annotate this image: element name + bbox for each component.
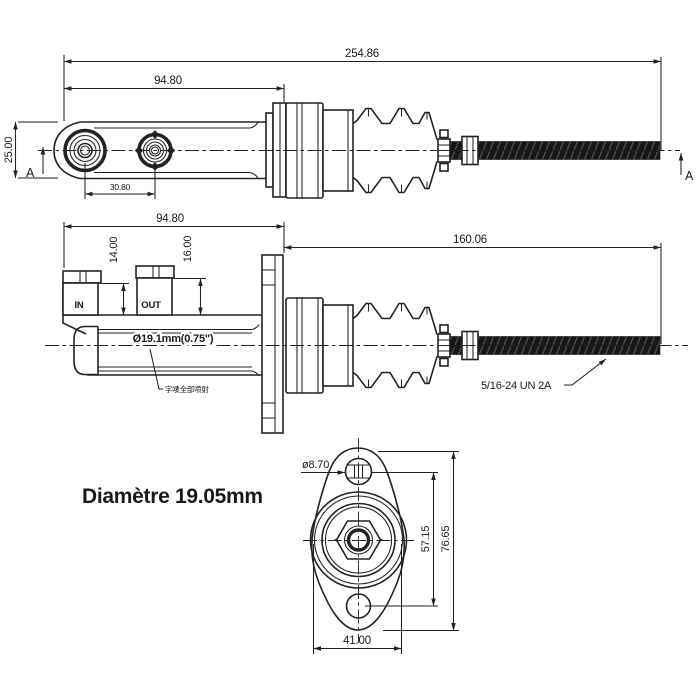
in-port: IN (62, 270, 102, 316)
view-flange-face: ø8.70 57.15 76.65 41.00 (301, 438, 459, 654)
out-port: OUT (135, 265, 175, 316)
thread-spec-label: 5/16-24 UN 2A (481, 380, 552, 392)
section-label-right: A (685, 169, 694, 183)
dim-flange-height: 76.65 (440, 526, 452, 553)
view-side-section: IN OUT Ø19.1mm(0.75") 字唛全部喷射 5/16-24 UN … (45, 213, 688, 434)
dim-body-length-top: 94.80 (154, 75, 182, 87)
dim-hole-diameter: ø8.70 (302, 459, 329, 471)
dim-hole-spacing: 57.15 (420, 526, 432, 553)
dim-out-port-height: 16.00 (182, 236, 194, 263)
diameter-caption: Diamètre 19.05mm (82, 485, 263, 508)
dim-port-spacing: 30.80 (110, 182, 131, 192)
dim-body-length-side: 94.80 (156, 213, 184, 225)
bore-diameter-label: Ø19.1mm(0.75") (133, 333, 214, 345)
dim-flange-width: 41.00 (343, 635, 371, 647)
view-top-side: A A 254.86 94.80 25.00 30.80 (3, 48, 694, 199)
dim-in-port-height: 14.00 (108, 237, 120, 264)
marking-note: 字唛全部喷射 (165, 384, 209, 394)
section-label-left: A (26, 166, 35, 180)
dim-rod-length: 160.06 (453, 234, 487, 246)
out-port-label: OUT (141, 300, 161, 311)
dim-body-height: 25.00 (3, 137, 15, 164)
dim-overall-length: 254.86 (345, 48, 379, 60)
in-port-label: IN (74, 300, 83, 311)
